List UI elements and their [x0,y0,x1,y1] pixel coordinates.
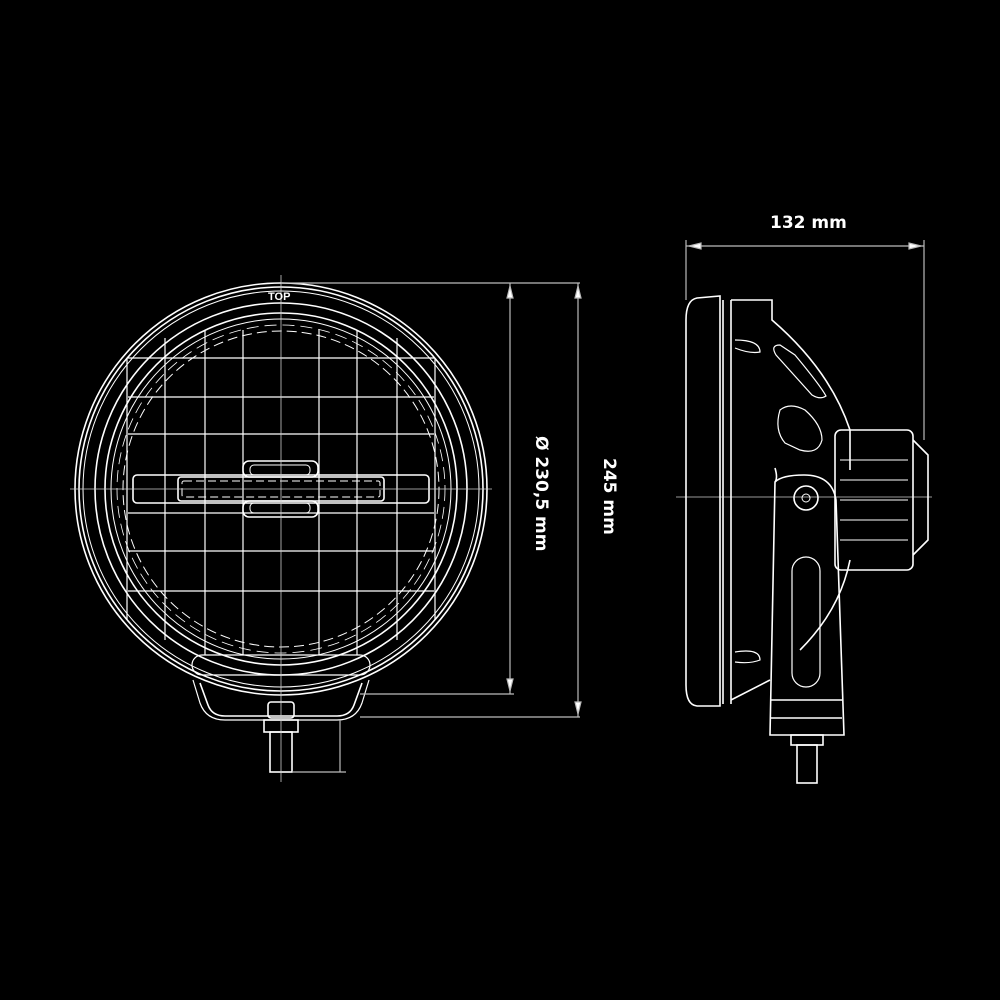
dimension-lines [281,240,925,773]
top-orientation-marker: TOP [268,291,291,303]
height-dimension-label: 245 mm [599,458,619,535]
depth-dimension-label: 132 mm [770,213,847,233]
grille-grid [126,330,436,655]
diameter-dimension-label: Ø 230,5 mm [531,436,551,552]
side-view [685,295,929,784]
